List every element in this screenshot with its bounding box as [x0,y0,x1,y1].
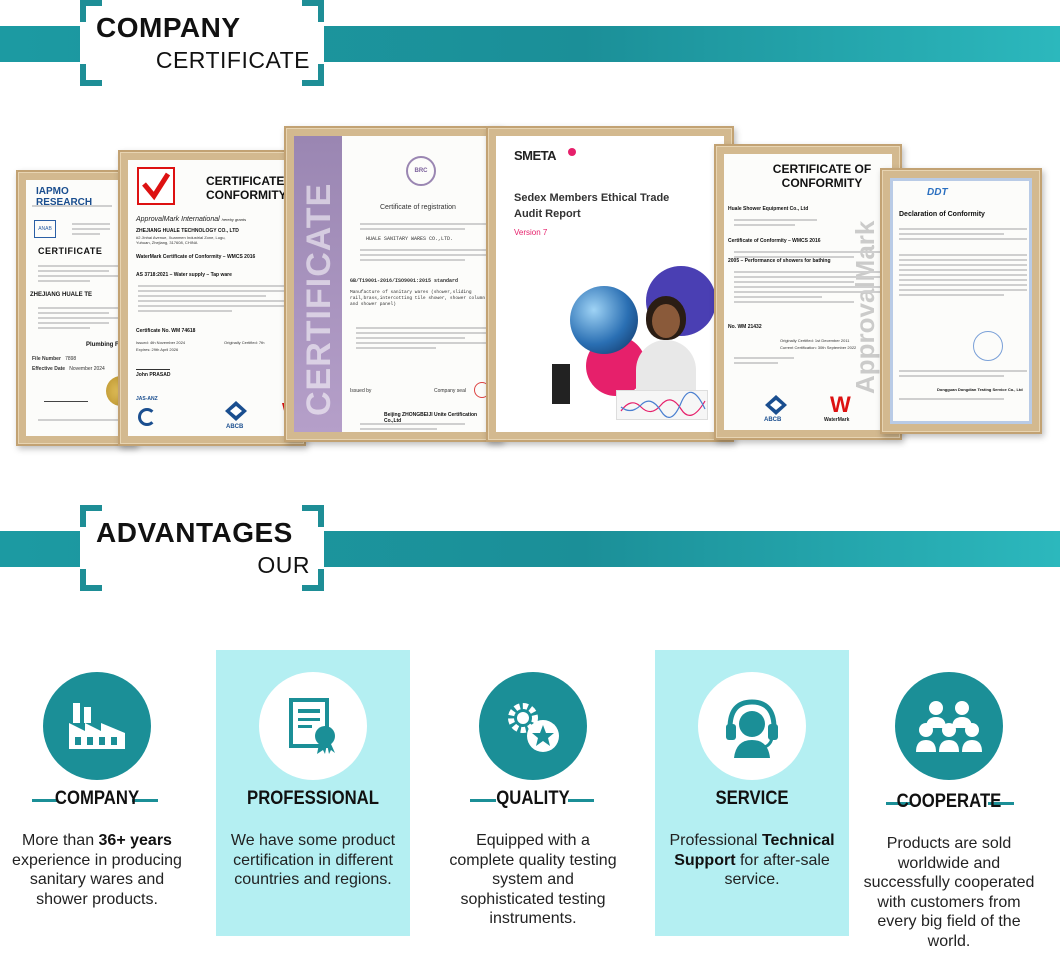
watermark-tap-heading: CERTIFICATE OF CONFORMITY [206,174,296,202]
banner-title-box: COMPANY CERTIFICATE [80,0,324,86]
certificate-declaration[interactable]: DDT Declaration of Conformity Dongguan D… [880,168,1042,434]
jasanz-logo: JAS-ANZ [136,396,158,402]
signature [44,392,88,402]
brc-logo-icon: BRC [406,156,436,186]
advantages-section-banner: ADVANTAGES OUR [0,505,1060,591]
signature [136,360,170,370]
chart-card [616,390,708,420]
advantage-text: Professional Technical Support for after… [669,832,835,888]
certificate-section-banner: COMPANY CERTIFICATE [0,0,1060,86]
factory-icon [69,703,125,749]
certificate-paper: DDT Declaration of Conformity Dongguan D… [890,178,1032,424]
advantage-circle [479,672,587,780]
person-face [652,304,680,338]
advantage-label: PROFESSIONAL [247,788,379,809]
advantage-label: QUALITY [496,788,570,809]
smeta-version: Version 7 [514,228,548,237]
advantage-circle [259,672,367,780]
advantage-circle [698,672,806,780]
anab-logo: ANAB [34,220,56,238]
ddt-seal-icon [973,331,1003,361]
certificate-iso-registration[interactable]: CERTIFICATE BRC Certificate of registrat… [284,126,502,442]
certificate-paper: IAPMO RESEARCH ANAB CERTIFICATE ZHEJIANG… [26,180,126,436]
advantage-quality: QUALITY Equipped with a complete quality… [436,650,630,936]
watermark-w-icon: W [830,392,851,417]
advantage-text: Equipped with a complete quality testing… [449,832,617,927]
advantage-text: We have some product certification in di… [230,832,396,888]
advantage-label: SERVICE [715,788,789,809]
iapmo-brand: IAPMO RESEARCH [36,186,93,208]
banner-title-box: ADVANTAGES OUR [80,505,324,591]
certificate-paper: SMETA Sedex Members Ethical Trade Audit … [496,136,724,432]
certificate-side-text: CERTIFICATE [300,182,338,416]
iapmo-heading: CERTIFICATE [38,246,103,256]
advantage-circle [43,672,151,780]
smeta-logo: SMETA [514,148,557,163]
team-icon [916,701,982,752]
smeta-dot-icon [568,148,576,156]
earth-globe-icon [570,286,638,354]
advantage-professional: PROFESSIONAL We have some product certif… [216,650,410,936]
abcb-logo-icon [765,395,787,415]
forklift-icon [552,364,570,404]
section-title-sub: CERTIFICATE [155,47,310,73]
iapmo-scope: Plumbing F [86,342,119,348]
approvalmark-logo-icon [137,167,175,205]
iso-heading: Certificate of registration [380,204,456,211]
advantage-company: COMPANY More than 36+ years experience i… [0,650,194,936]
smeta-title: Sedex Members Ethical Trade Audit Report [514,192,670,220]
section-title-sub: OUR [257,552,310,578]
certificate-paper: CERTIFICATE OF CONFORMITY ApprovalMark I… [128,160,296,436]
abcb-logo-icon [225,401,247,421]
advantage-service: SERVICE Professional Technical Support f… [655,650,849,936]
iapmo-company: ZHEJIANG HUALE TE [30,292,93,298]
advantage-label: COOPERATE [896,791,1002,812]
approvalmark-side-text: ApprovalMark [850,220,880,394]
certificate-paper: CERTIFICATE BRC Certificate of registrat… [294,136,492,432]
certificate-icon [289,698,335,754]
section-title-main: COMPANY [96,12,241,43]
certificate-watermark-tapware[interactable]: CERTIFICATE OF CONFORMITY ApprovalMark I… [118,150,306,446]
certificate-smeta[interactable]: SMETA Sedex Members Ethical Trade Audit … [486,126,734,442]
certificate-side-band [294,136,342,432]
advantage-cooperate: COOPERATE Products are sold worldwide an… [852,650,1046,950]
headset-icon [726,699,778,758]
section-title-main: ADVANTAGES [96,517,293,548]
ddt-logo: DDT [927,187,948,198]
watermark-tap-company: ZHEJIANG HUALE TECHNOLOGY CO., LTD [136,228,239,234]
advantage-label: COMPANY [54,788,140,809]
certificate-iapmo[interactable]: IAPMO RESEARCH ANAB CERTIFICATE ZHEJIANG… [16,170,136,446]
certificate-watermark-shower[interactable]: CERTIFICATE OF CONFORMITY ApprovalMark H… [714,144,902,440]
watermark-shower-heading: CERTIFICATE OF CONFORMITY [772,162,872,190]
doc-heading: Declaration of Conformity [899,211,985,218]
advantage-text: More than 36+ years experience in produc… [12,832,182,908]
gear-star-icon [508,703,559,752]
advantage-circle [895,672,1003,780]
advantage-text: Products are sold worldwide and successf… [863,835,1035,950]
certificate-paper: CERTIFICATE OF CONFORMITY ApprovalMark H… [724,154,892,430]
jasanz-mark-icon [138,408,156,426]
